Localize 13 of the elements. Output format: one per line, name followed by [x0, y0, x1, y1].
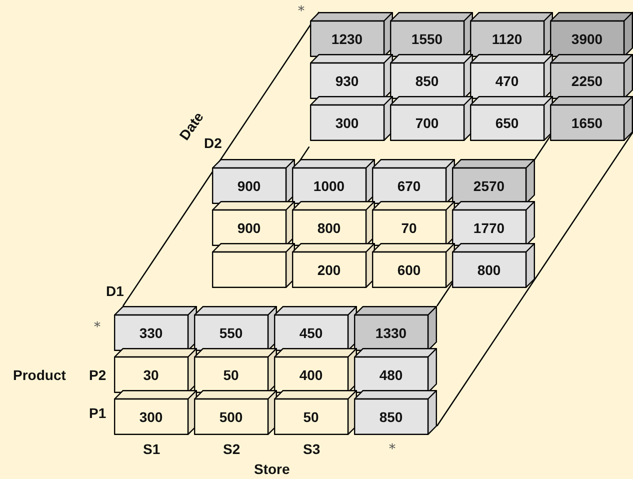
axis-title: Store [254, 461, 290, 477]
axis-value-label: P2 [89, 367, 106, 383]
axis-value-label: S2 [223, 441, 240, 457]
axis-value-label: D2 [204, 135, 222, 151]
axis-value-label: D1 [106, 283, 124, 299]
axis-value-label: * [298, 4, 304, 19]
axis-value-label: * [389, 442, 396, 457]
axis-value-label: S1 [143, 441, 160, 457]
axis-title: Product [13, 367, 66, 383]
axis-value-label: * [94, 320, 100, 335]
axis-value-label: P1 [89, 405, 106, 421]
axis-value-label: S3 [303, 441, 320, 457]
empty-cube-cell [212, 243, 295, 288]
